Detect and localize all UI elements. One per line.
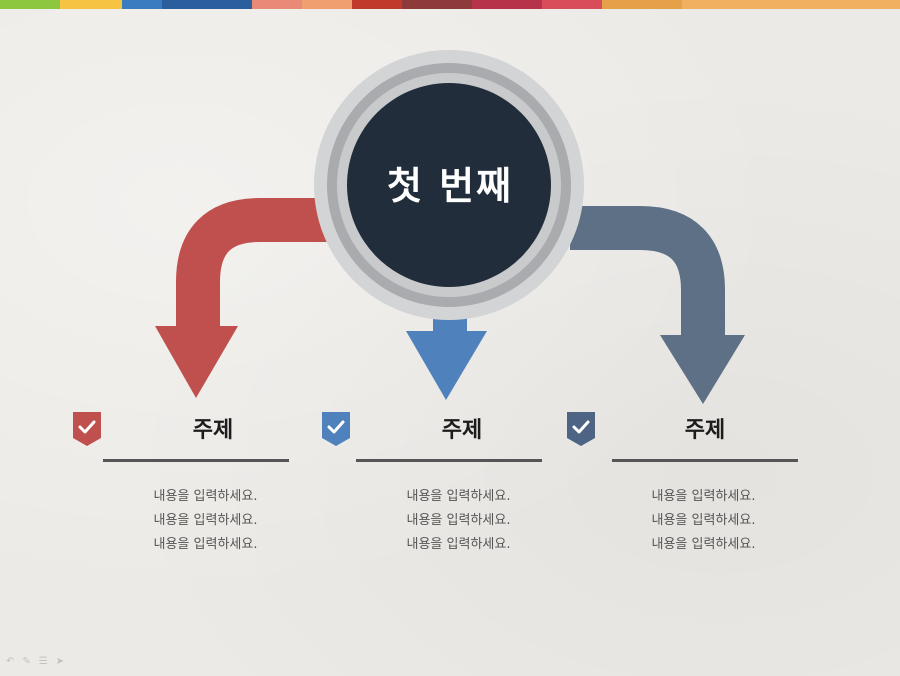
topic-line: 내용을 입력하세요. [406,513,511,528]
undo-icon[interactable]: ↶ [6,656,15,667]
band-segment [162,0,252,9]
band-segment [0,0,60,9]
band-segment [352,0,402,9]
top-color-band [0,0,900,9]
right-arrow-head [660,335,745,404]
check-badge-icon [73,412,101,446]
topic-body: 내용을 입력하세요. 내용을 입력하세요. 내용을 입력하세요. [611,485,796,557]
band-segment [472,0,542,9]
left-arrow-head [155,326,238,398]
center-arrow-head [406,331,487,400]
center-title: 첫 번째 [386,164,514,208]
topic-line: 내용을 입력하세요. [651,489,756,504]
center-circle [314,50,584,320]
left-arrow-shaft [176,198,330,330]
band-segment [682,0,900,9]
left-arrow [155,198,330,398]
band-segment [542,0,602,9]
check-badge-icon [322,412,350,446]
topic-line: 내용을 입력하세요. [651,513,756,528]
topic-body: 내용을 입력하세요. 내용을 입력하세요. 내용을 입력하세요. [113,485,298,557]
band-segment [602,0,682,9]
band-segment [302,0,352,9]
center-core [347,83,551,287]
right-arrow-shaft [570,206,725,340]
right-arrow [570,206,745,404]
band-segment [252,0,302,9]
check-badge-icon [567,412,595,446]
topic-body: 내용을 입력하세요. 내용을 입력하세요. 내용을 입력하세요. [366,485,551,557]
topic-divider [356,459,542,462]
topic-line: 내용을 입력하세요. [153,537,258,552]
slideshow-controls: ↶ ✎ ☰ ➤ [6,656,64,667]
topic-divider [103,459,289,462]
band-segment [402,0,472,9]
topic-heading: 주제 [684,418,726,443]
topic-line: 내용을 입력하세요. [406,489,511,504]
topic-heading: 주제 [441,418,483,443]
band-segment [60,0,122,9]
topic-line: 내용을 입력하세요. [153,489,258,504]
topic-divider [612,459,798,462]
topic-heading: 주제 [192,418,234,443]
topic-line: 내용을 입력하세요. [153,513,258,528]
topic-line: 내용을 입력하세요. [406,537,511,552]
band-segment [122,0,162,9]
pointer-icon[interactable]: ➤ [55,656,65,667]
topic-line: 내용을 입력하세요. [651,537,756,552]
menu-icon[interactable]: ☰ [38,656,48,667]
pen-icon[interactable]: ✎ [22,656,31,667]
